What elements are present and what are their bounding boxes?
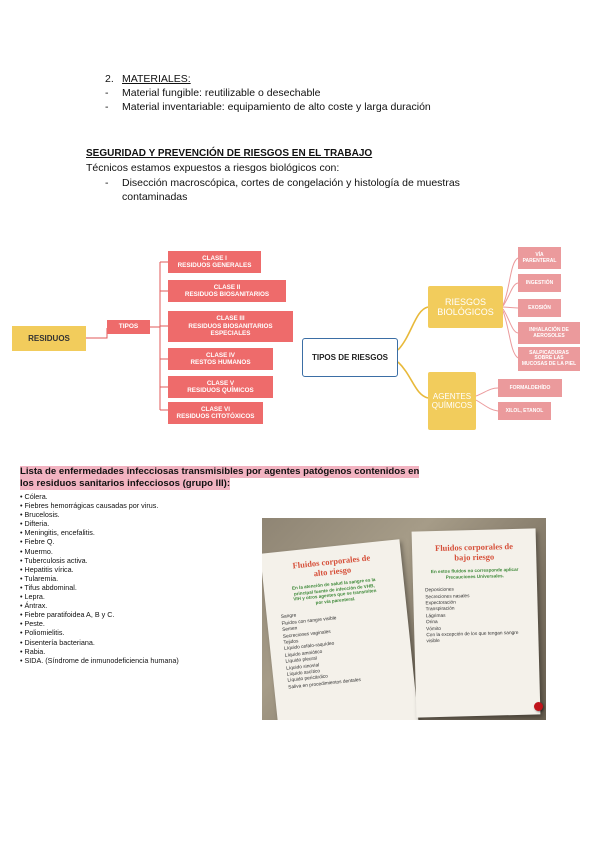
clase-desc: RESIDUOS CITOTÓXICOS xyxy=(176,413,255,420)
tipos-de-riesgos-label: TIPOS DE RIESGOS xyxy=(311,353,388,362)
clase-desc: RESIDUOS QUÍMICOS xyxy=(187,387,254,394)
connector-quim-items xyxy=(475,387,499,412)
seguridad-item-line-2: contaminadas xyxy=(122,191,188,203)
connector-residuos-tipos xyxy=(86,328,108,339)
list-item: • Peste. xyxy=(20,619,45,629)
list-item: • Difteria. xyxy=(20,519,50,529)
clase-desc: RESIDUOS BIOSANITARIOS xyxy=(188,322,273,330)
list-item: • SIDA. (Síndrome de inmunodeficiencia h… xyxy=(20,655,179,665)
clase-label: CLASE III xyxy=(216,315,245,323)
seguridad-heading: SEGURIDAD Y PREVENCIÓN DE RIESGOS EN EL … xyxy=(86,148,373,159)
quim-item-xilol-etanol: XILOL, ETANOL xyxy=(498,402,551,420)
residuos-label: RESIDUOS xyxy=(28,334,70,343)
enfermedades-list: • Cólera. • Fiebres hemorrágicas causada… xyxy=(20,492,179,665)
list-item: • Poliomielitis. xyxy=(20,628,65,638)
bio-item-line: PARENTERAL xyxy=(522,258,557,264)
list-item: • Muermo. xyxy=(20,546,53,556)
paper-bajo-riesgo: Fluidos corporales de bajo riesgo En est… xyxy=(411,528,541,718)
bio-item-inhalacion: INHALACIÓN DE AEROSOLES xyxy=(518,322,580,344)
pin-icon xyxy=(534,702,543,711)
bio-item-exosion: EXOSIÓN xyxy=(518,299,561,317)
connector-tipos-clases xyxy=(150,261,168,411)
bullet-dash: - xyxy=(105,87,109,99)
materiales-heading: MATERIALES: xyxy=(122,73,191,85)
clase-1-node: CLASE I RESIDUOS GENERALES xyxy=(168,251,261,273)
clase-label: CLASE V xyxy=(206,379,235,387)
residuos-node: RESIDUOS xyxy=(12,326,86,351)
bio-item-line: SOBRE LAS xyxy=(534,355,564,362)
materiales-item-2: Material inventariable: equipamiento de … xyxy=(122,101,431,113)
list-item: • Meningitis, encefalitis. xyxy=(20,528,95,538)
clase-label: CLASE II xyxy=(213,283,241,291)
bio-item-line: AEROSOLES xyxy=(533,333,565,339)
clase-3-node: CLASE III RESIDUOS BIOSANITARIOS ESPECIA… xyxy=(168,311,293,342)
list-item: • Hepatitis vírica. xyxy=(20,564,74,574)
clase-2-node: CLASE II RESIDUOS BIOSANITARIOS xyxy=(168,280,286,302)
fluidos-photo: Fluidos corporales de alto riesgo En la … xyxy=(262,518,546,720)
bio-item-salpicaduras: SALPICADURAS SOBRE LAS MUCOSAS DE LA PIE… xyxy=(518,347,580,371)
clase-desc: RESIDUOS GENERALES xyxy=(177,262,252,269)
materiales-number: 2. xyxy=(105,73,114,85)
quim-item-formaldehido: FORMALDEHÍDO xyxy=(498,379,562,397)
list-item: • Tifus abdominal. xyxy=(20,582,77,592)
agentes-quimicos-node: AGENTES QUÍMICOS xyxy=(428,372,476,430)
bio-item-line: MUCOSAS DE LA PIEL xyxy=(521,360,577,367)
bio-item-line: INHALACIÓN DE xyxy=(529,327,569,333)
bio-item-line: VÍA xyxy=(535,252,544,258)
riesgos-biologicos-node: RIESGOS BIOLÓGICOS xyxy=(428,286,503,328)
list-item: • Tularemia. xyxy=(20,573,59,583)
clase-5-node: CLASE V RESIDUOS QUÍMICOS xyxy=(168,376,273,398)
clase-6-node: CLASE VI RESIDUOS CITOTÓXICOS xyxy=(168,402,263,424)
list-item: • Ántrax. xyxy=(20,601,48,611)
list-item: • Tuberculosis activa. xyxy=(20,555,88,565)
bullet-dash: - xyxy=(105,177,109,189)
list-item: • Cólera. xyxy=(20,492,48,501)
quim-item-label: FORMALDEHÍDO xyxy=(509,385,551,391)
tipos-de-riesgos-node: TIPOS DE RIESGOS xyxy=(302,338,398,377)
paper-alto-riesgo: Fluidos corporales de alto riesgo En la … xyxy=(262,539,420,720)
clase-4-node: CLASE IV RESTOS HUMANOS xyxy=(168,348,273,370)
agentes-label: AGENTES xyxy=(432,392,472,401)
materiales-item-1: Material fungible: reutilizable o desech… xyxy=(122,87,321,99)
enfermedades-title-line-2: los residuos sanitarios infecciosos (gru… xyxy=(20,478,231,490)
clase-desc: RESIDUOS BIOSANITARIOS xyxy=(184,291,270,298)
bio-item-via-parenteral: VÍA PARENTERAL xyxy=(518,247,561,269)
list-item: • Fiebre paratifoidea A, B y C. xyxy=(20,610,115,620)
connector-riesgos xyxy=(397,306,429,399)
riesgos-label: RIESGOS xyxy=(444,297,486,307)
quim-item-label: XILOL, ETANOL xyxy=(505,408,544,414)
clase-label: CLASE VI xyxy=(200,405,231,413)
quimicos-label: QUÍMICOS xyxy=(431,401,473,410)
bio-item-ingestion: INGESTIÓN xyxy=(518,274,561,292)
list-item: • Brucelosis. xyxy=(20,510,60,520)
bio-item-line: SALPICADURAS xyxy=(529,349,569,356)
seguridad-item-line-1: Disección macroscópica, cortes de congel… xyxy=(122,177,460,189)
bio-item-line: INGESTIÓN xyxy=(525,280,554,286)
bullet-dash: - xyxy=(105,101,109,113)
connector-bio-items xyxy=(502,257,519,359)
list-item: • Fiebre Q. xyxy=(20,537,55,547)
clase-desc-2: ESPECIALES xyxy=(210,330,251,338)
list-item: • Disentería bacteriana. xyxy=(20,637,95,647)
clase-label: CLASE I xyxy=(202,254,227,262)
list-item: • Fiebres hemorrágicas causadas por viru… xyxy=(20,501,159,511)
clase-label: CLASE IV xyxy=(205,351,236,359)
list-item: • Lepra. xyxy=(20,592,45,602)
enfermedades-title-line-1: Lista de enfermedades infecciosas transm… xyxy=(20,466,420,478)
tipos-label: TIPOS xyxy=(118,323,139,331)
clase-desc: RESTOS HUMANOS xyxy=(190,359,251,366)
bio-item-line: EXOSIÓN xyxy=(528,305,551,311)
list-item: • Rabia. xyxy=(20,646,46,656)
seguridad-intro: Técnicos estamos expuestos a riesgos bio… xyxy=(86,162,340,174)
tipos-node: TIPOS xyxy=(107,320,150,334)
biologicos-label: BIOLÓGICOS xyxy=(437,307,494,317)
